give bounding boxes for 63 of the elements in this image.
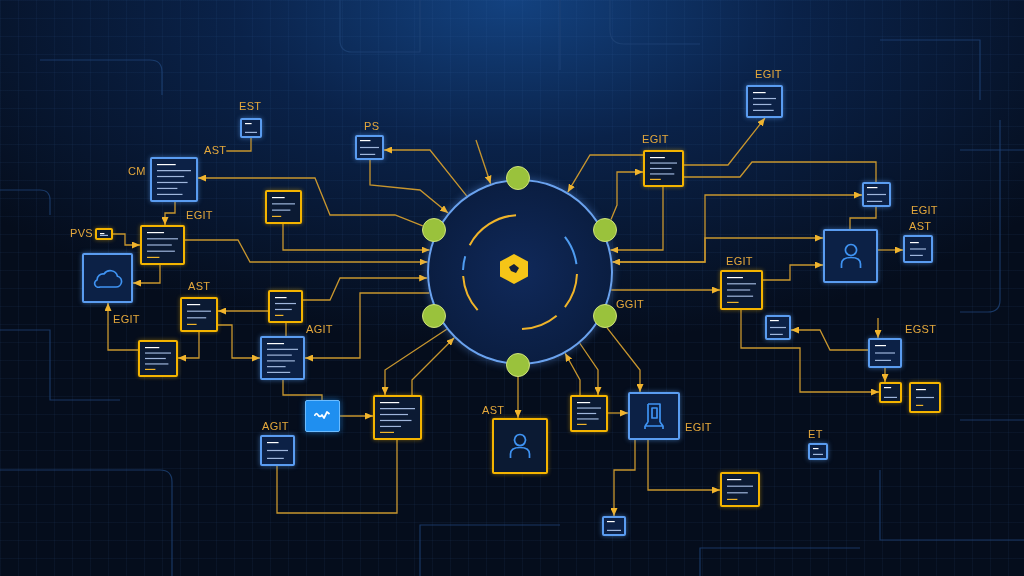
connector-line bbox=[683, 161, 877, 183]
arrow bbox=[197, 174, 424, 227]
arrow bbox=[877, 246, 904, 254]
arrow bbox=[383, 146, 468, 197]
heading-label: EGIT bbox=[186, 209, 213, 222]
arrow bbox=[302, 274, 428, 301]
heading-label: EGIT bbox=[911, 204, 938, 217]
heading-label: AST bbox=[909, 220, 932, 233]
heading-label: AGIT bbox=[262, 420, 289, 433]
arrow bbox=[564, 352, 581, 396]
heading-label: AST bbox=[482, 404, 505, 417]
heading-label: PS bbox=[364, 120, 380, 133]
heading-label: AGIT bbox=[306, 323, 333, 336]
arrow bbox=[683, 117, 766, 166]
heading-label: AST bbox=[188, 280, 211, 293]
arrow bbox=[610, 286, 721, 294]
arrow bbox=[881, 367, 889, 383]
arrow bbox=[762, 261, 824, 281]
arrow bbox=[411, 337, 455, 396]
heading-label: EGST bbox=[905, 323, 937, 336]
arrow bbox=[647, 439, 721, 494]
annotation-label: GGIT bbox=[616, 298, 645, 311]
heading-label: EGIT bbox=[642, 133, 669, 146]
heading-label: CM bbox=[128, 165, 146, 178]
arrow bbox=[161, 201, 176, 226]
arrow bbox=[514, 376, 522, 419]
heading-label: PVS bbox=[70, 227, 93, 240]
arrow bbox=[304, 292, 431, 362]
connector-line bbox=[285, 322, 287, 337]
arrow bbox=[217, 324, 261, 362]
arrow bbox=[177, 331, 200, 362]
arrow bbox=[184, 239, 429, 266]
arrow bbox=[339, 412, 374, 420]
arrow bbox=[475, 139, 492, 185]
heading-label: EST bbox=[239, 100, 262, 113]
heading-label: EGIT bbox=[726, 255, 753, 268]
arrow bbox=[104, 302, 139, 351]
arrow bbox=[567, 154, 644, 193]
heading-label: ET bbox=[808, 428, 823, 441]
arrow bbox=[132, 264, 161, 287]
arrow bbox=[112, 233, 141, 249]
arrow bbox=[369, 159, 449, 214]
arrow bbox=[381, 328, 448, 396]
connector-line bbox=[276, 439, 398, 514]
arrow bbox=[610, 439, 636, 517]
text-label: AST bbox=[204, 144, 227, 157]
connector-line bbox=[225, 137, 252, 152]
heading-label: EGIT bbox=[113, 313, 140, 326]
arrow bbox=[606, 327, 644, 393]
arrow bbox=[282, 223, 431, 254]
arrow bbox=[609, 186, 664, 254]
arrow bbox=[607, 409, 629, 417]
arrow bbox=[874, 317, 882, 339]
arrow bbox=[610, 168, 644, 221]
heading-label: EGIT bbox=[685, 421, 712, 434]
arrow bbox=[790, 326, 869, 351]
heading-label: EGIT bbox=[755, 68, 782, 81]
arrow bbox=[579, 342, 602, 396]
connector-line bbox=[849, 206, 877, 230]
arrow bbox=[740, 309, 880, 396]
arrow bbox=[611, 234, 824, 266]
connector-line bbox=[282, 379, 323, 401]
arrow bbox=[217, 307, 269, 315]
